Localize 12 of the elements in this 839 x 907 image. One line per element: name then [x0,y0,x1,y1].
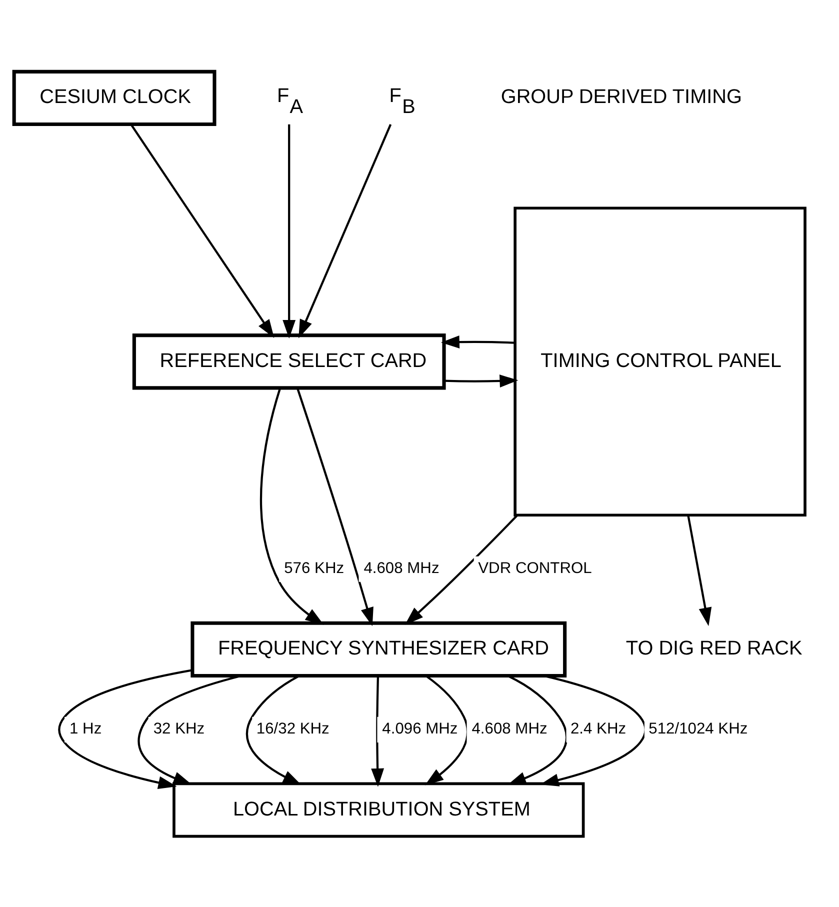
edge-label: 4.608 MHz [364,560,440,577]
edge-label: VDR CONTROL [478,560,592,577]
edge-label: 512/1024 KHz [648,720,748,738]
edge-label: 4.096 MHz [382,720,458,738]
edge-label: 1 Hz [70,720,102,738]
edge-label: 32 KHz [153,720,205,738]
edge-label: 576 KHz [284,560,344,577]
label: GROUP DERIVED TIMING [500,86,742,108]
edge-label: 2.4 KHz [570,720,626,738]
edge-label: 16/32 KHz [256,720,330,738]
edge-label: 4.608 MHz [472,720,548,738]
node-text: TO DIG RED RACK [626,637,802,660]
